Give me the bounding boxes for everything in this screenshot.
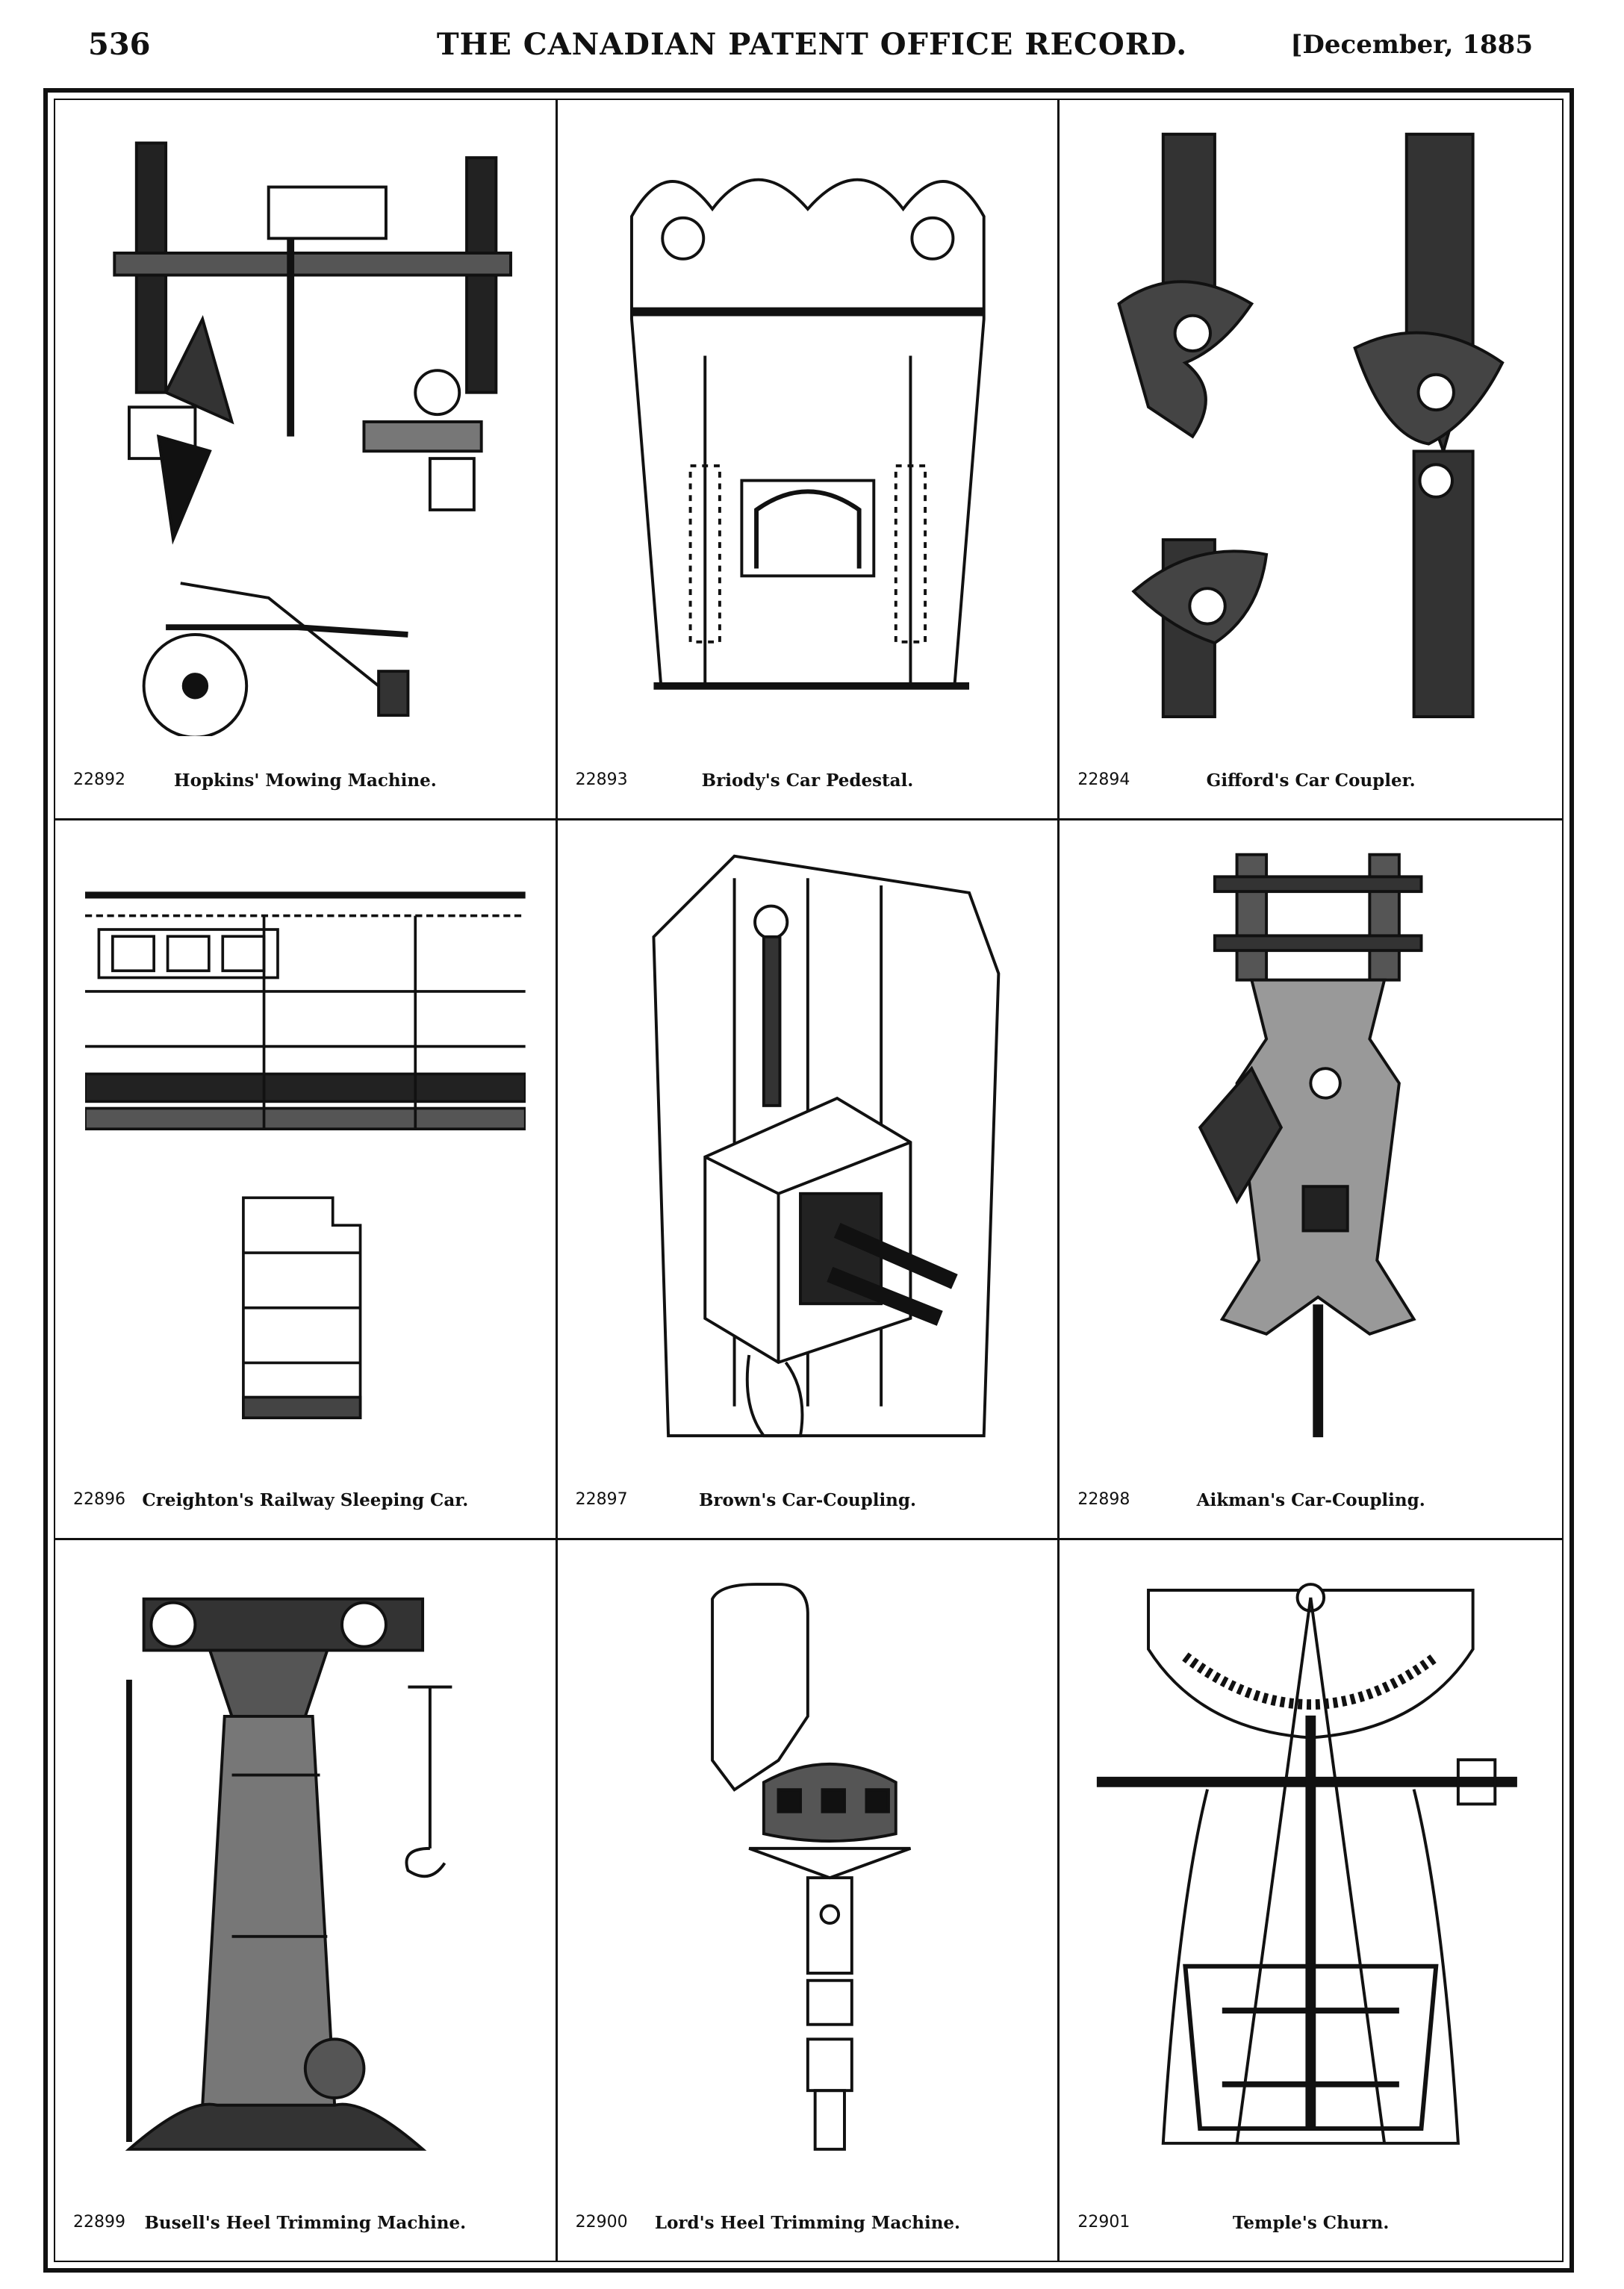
patent-cell: 22897 Brown's Car-Coupling. bbox=[557, 820, 1060, 1541]
car-coupling-drawing bbox=[1089, 843, 1532, 1457]
churn-drawing bbox=[1089, 1563, 1532, 2179]
patent-cell: 22901 Temple's Churn. bbox=[1060, 1540, 1562, 2261]
patent-caption: 22898 Aikman's Car-Coupling. bbox=[1077, 1487, 1544, 1517]
heel-trimming-machine-drawing bbox=[85, 1563, 526, 2179]
patent-caption: 22894 Gifford's Car Coupler. bbox=[1077, 767, 1544, 797]
patent-name: Hopkins' Mowing Machine. bbox=[173, 770, 437, 791]
patent-cell: 22892 Hopkins' Mowing Machine. bbox=[55, 100, 558, 820]
page-number: 536 bbox=[88, 27, 151, 62]
patent-cell: 22898 Aikman's Car-Coupling. bbox=[1060, 820, 1562, 1541]
car-pedestal-drawing bbox=[588, 122, 1028, 736]
patent-number: 22899 bbox=[73, 2213, 125, 2232]
patent-number: 22901 bbox=[1077, 2213, 1130, 2232]
patent-number: 22898 bbox=[1077, 1490, 1130, 1510]
patent-cell: 22899 Busell's Heel Trimming Machine. bbox=[55, 1540, 558, 2261]
patent-number: 22900 bbox=[575, 2213, 628, 2232]
patent-number: 22896 bbox=[73, 1490, 125, 1510]
patent-number: 22892 bbox=[73, 770, 125, 789]
car-coupler-drawing bbox=[1089, 122, 1532, 736]
patent-cell: 22893 Briody's Car Pedestal. bbox=[557, 100, 1060, 820]
patent-caption: 22901 Temple's Churn. bbox=[1077, 2210, 1544, 2240]
patent-number: 22894 bbox=[1077, 770, 1130, 789]
patent-cell: 22896 Creighton's Railway Sleeping Car. bbox=[55, 820, 558, 1541]
mowing-machine-drawing bbox=[85, 122, 526, 736]
patent-name: Aikman's Car-Coupling. bbox=[1196, 1490, 1425, 1511]
page-header: 536 THE CANADIAN PATENT OFFICE RECORD. [… bbox=[0, 27, 1624, 79]
patent-name: Creighton's Railway Sleeping Car. bbox=[142, 1490, 469, 1511]
heel-trimming-machine-drawing bbox=[588, 1563, 1028, 2179]
patent-cell: 22894 Gifford's Car Coupler. bbox=[1060, 100, 1562, 820]
publication-title: THE CANADIAN PATENT OFFICE RECORD. bbox=[436, 27, 1188, 62]
patent-grid: 22892 Hopkins' Mowing Machine. bbox=[55, 100, 1562, 2261]
sleeping-car-drawing bbox=[85, 843, 526, 1457]
patent-name: Lord's Heel Trimming Machine. bbox=[654, 2213, 961, 2233]
car-coupling-drawing bbox=[588, 843, 1028, 1457]
issue-date: [December, 1885 bbox=[1290, 30, 1533, 60]
plate-inner-frame: 22892 Hopkins' Mowing Machine. bbox=[54, 99, 1564, 2262]
patent-cell: 22900 Lord's Heel Trimming Machine. bbox=[558, 1540, 1060, 2261]
patent-number: 22893 bbox=[575, 770, 628, 789]
patent-name: Gifford's Car Coupler. bbox=[1206, 770, 1416, 791]
plate-frame: 22892 Hopkins' Mowing Machine. bbox=[43, 88, 1574, 2273]
patent-name: Busell's Heel Trimming Machine. bbox=[144, 2213, 467, 2233]
patent-caption: 22896 Creighton's Railway Sleeping Car. bbox=[73, 1487, 538, 1517]
patent-name: Brown's Car-Coupling. bbox=[698, 1490, 916, 1511]
patent-caption: 22900 Lord's Heel Trimming Machine. bbox=[576, 2210, 1040, 2240]
patent-name: Briody's Car Pedestal. bbox=[701, 770, 914, 791]
patent-name: Temple's Churn. bbox=[1232, 2213, 1390, 2233]
patent-caption: 22893 Briody's Car Pedestal. bbox=[576, 767, 1040, 797]
patent-caption: 22897 Brown's Car-Coupling. bbox=[576, 1487, 1040, 1517]
patent-caption: 22892 Hopkins' Mowing Machine. bbox=[73, 767, 538, 797]
patent-caption: 22899 Busell's Heel Trimming Machine. bbox=[73, 2210, 538, 2240]
patent-number: 22897 bbox=[575, 1490, 628, 1510]
